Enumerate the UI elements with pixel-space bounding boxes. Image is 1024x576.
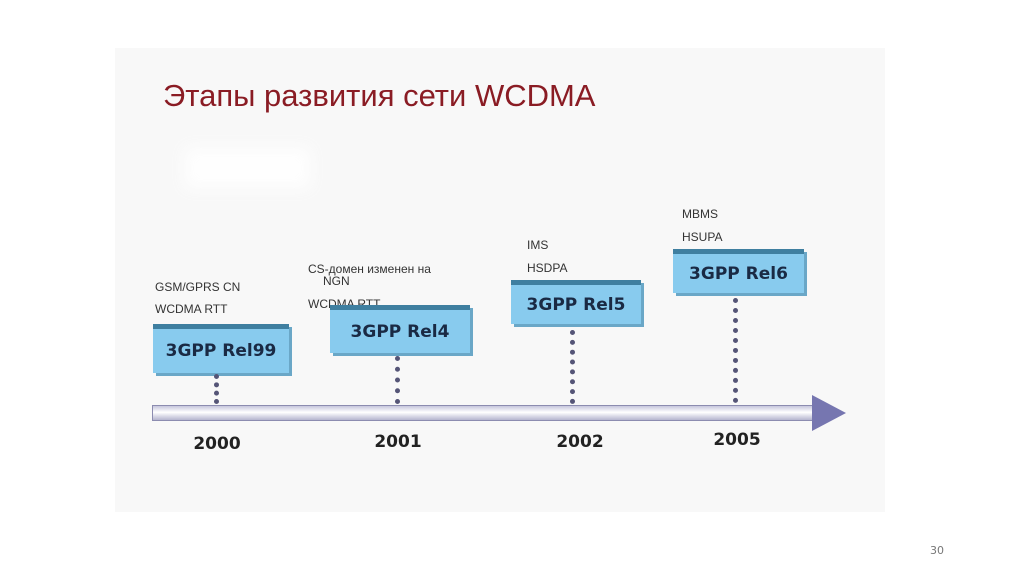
release-note: NGN [323, 274, 350, 288]
year-label: 2002 [556, 432, 604, 452]
release-note: WCDMA RTT [155, 302, 228, 316]
year-label: 2001 [374, 432, 422, 452]
release-box-rel4: 3GPP Rel4 [330, 305, 470, 353]
arrow-head-icon [812, 395, 846, 431]
year-label: 2000 [193, 434, 241, 454]
release-note: HSUPA [682, 230, 723, 244]
release-note: GSM/GPRS CN [155, 280, 241, 294]
connector-dots [395, 356, 405, 404]
release-note: HSDPA [527, 261, 568, 275]
page-number: 30 [930, 544, 944, 557]
blur-artifact [185, 148, 310, 188]
slide-title: Этапы развития сети WCDMA [163, 78, 596, 113]
release-box-rel5: 3GPP Rel5 [511, 280, 641, 324]
connector-dots [570, 330, 580, 404]
release-box-rel99: 3GPP Rel99 [153, 324, 289, 373]
release-note: CS-домен изменен на [308, 262, 431, 276]
connector-dots [214, 374, 224, 404]
timeline-axis [152, 405, 819, 421]
year-label: 2005 [713, 430, 761, 450]
connector-dots [733, 298, 743, 413]
release-note: IMS [527, 238, 549, 252]
release-box-rel6: 3GPP Rel6 [673, 249, 804, 293]
release-note: MBMS [682, 207, 718, 221]
